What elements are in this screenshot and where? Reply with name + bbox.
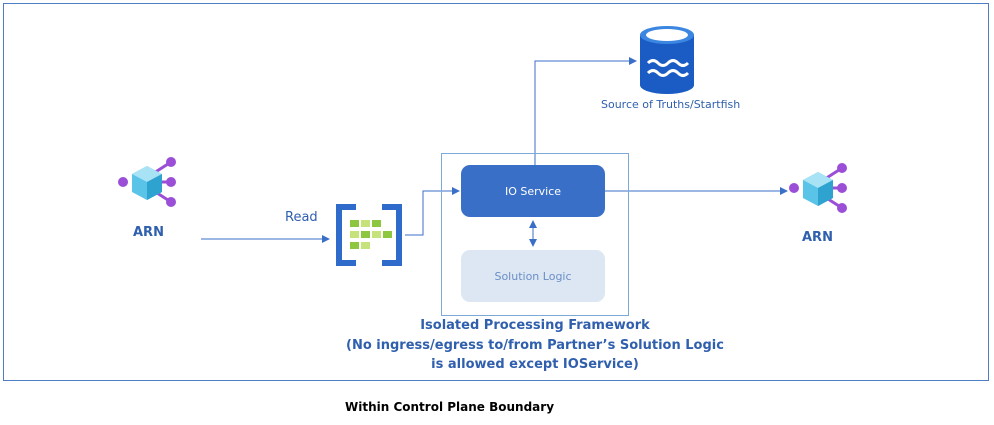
io-service-label: IO Service (504, 184, 562, 198)
database-icon (640, 26, 694, 94)
framework-note-line2: is allowed except IOService) (431, 357, 639, 372)
arn-icon (789, 163, 847, 213)
solution-logic-label: Solution Logic (494, 269, 572, 283)
boundary-caption: Within Control Plane Boundary (345, 400, 555, 414)
io-to-source-arrow (534, 57, 637, 165)
framework-title: Isolated Processing Framework (420, 318, 650, 333)
solution-logic-box[interactable]: Solution Logic (461, 250, 605, 302)
source-of-truth-label: Source of Truths/Startfish (601, 98, 741, 111)
control-plane-boundary (3, 3, 989, 381)
isolated-processing-frame (441, 153, 629, 316)
queue-icon (336, 204, 402, 266)
io-service-box[interactable]: IO Service (461, 165, 605, 217)
read-label: Read (285, 210, 318, 225)
arn-icon (118, 157, 176, 207)
framework-note-line1: (No ingress/egress to/from Partner’s Sol… (346, 338, 724, 353)
arn-left-label: ARN (133, 225, 164, 240)
arn-right-label: ARN (802, 230, 833, 245)
